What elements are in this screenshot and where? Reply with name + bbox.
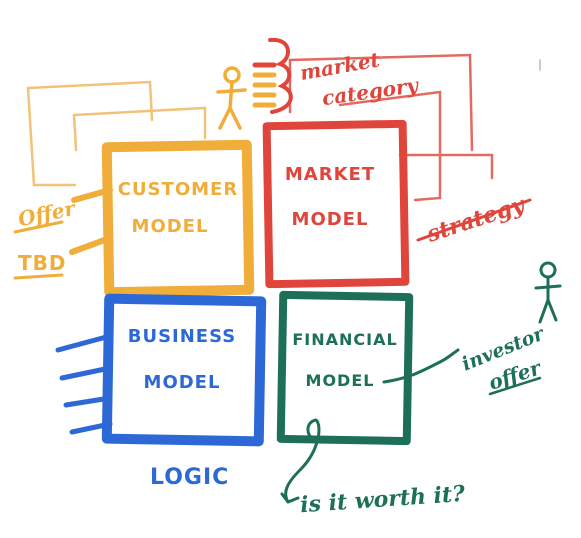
tbd-connector-line bbox=[69, 235, 113, 255]
arrow-icon bbox=[280, 418, 321, 504]
logic-label: LOGIC bbox=[150, 465, 229, 490]
stick-figure-icon bbox=[534, 261, 562, 324]
customer-model-title-line2: MODEL bbox=[132, 216, 209, 237]
offer-underline bbox=[13, 220, 64, 234]
market-model-title-line1: MARKET bbox=[285, 164, 375, 185]
tbd-underline bbox=[13, 273, 64, 280]
strategy-underline bbox=[416, 198, 532, 242]
worth-it-label: is it worth it? bbox=[299, 481, 467, 519]
financial-model-title-line1: FINANCIAL bbox=[292, 330, 397, 349]
customer-model-box bbox=[101, 139, 255, 298]
business-model-box bbox=[101, 293, 267, 447]
market-background-cards bbox=[288, 53, 494, 202]
financial-model-title-line2: MODEL bbox=[306, 371, 375, 390]
stick-figure-icon bbox=[216, 66, 247, 130]
business-model-quadrant: BUSINESS MODEL LOGIC bbox=[55, 293, 267, 490]
investor-connector-line bbox=[382, 348, 460, 384]
business-input-lines bbox=[55, 333, 113, 435]
business-model-title-line1: BUSINESS bbox=[128, 326, 236, 347]
market-model-title-line2: MODEL bbox=[292, 209, 369, 230]
market-model-box bbox=[262, 119, 410, 289]
bracket-icon bbox=[268, 37, 293, 114]
tbd-label: TBD bbox=[18, 251, 67, 275]
financial-model-box bbox=[276, 290, 414, 446]
investor-offer-underline bbox=[488, 376, 542, 396]
market-segments-bars bbox=[252, 62, 277, 108]
customer-background-cards bbox=[26, 80, 207, 187]
customer-model-title-line1: CUSTOMER bbox=[118, 179, 238, 200]
financial-model-quadrant: FINANCIAL MODEL investor offer is it wor… bbox=[276, 261, 562, 519]
business-model-title-line2: MODEL bbox=[144, 372, 221, 393]
customer-model-quadrant: CUSTOMER MODEL Offer TBD bbox=[13, 139, 255, 298]
offer-connector-line bbox=[71, 187, 113, 203]
